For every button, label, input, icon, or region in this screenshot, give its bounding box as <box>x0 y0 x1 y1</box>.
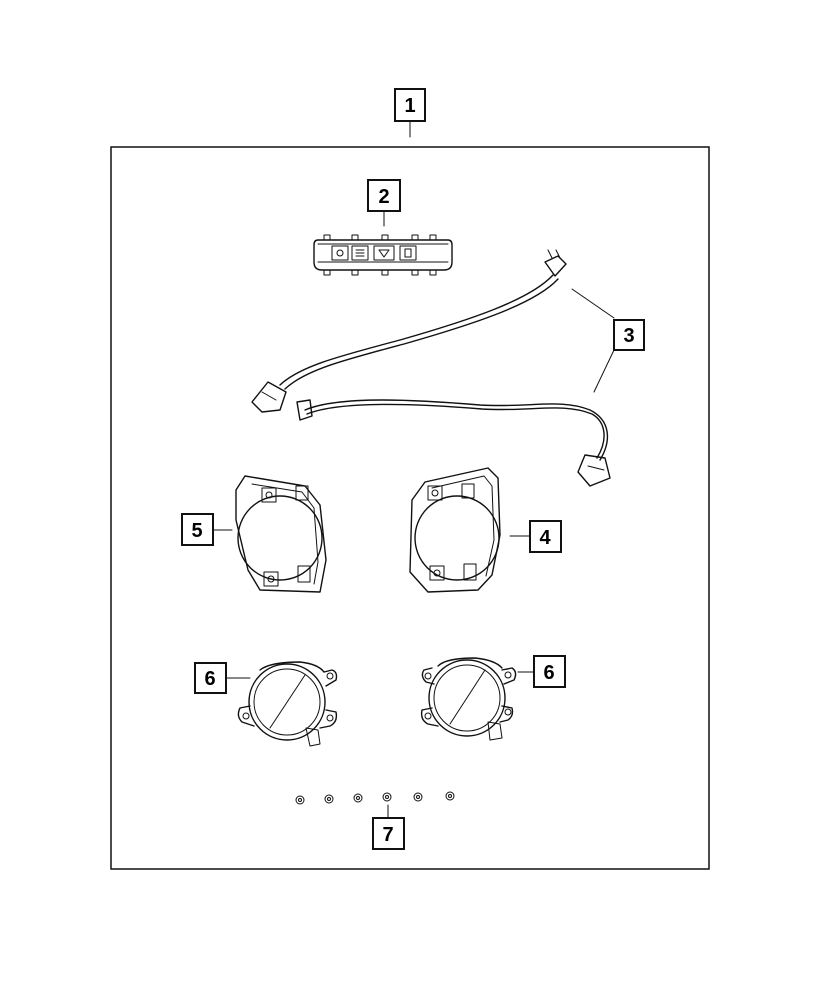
callout-6-right-label: 6 <box>543 662 554 684</box>
nuts <box>295 791 455 805</box>
switch-bank <box>313 234 453 276</box>
callout-7[interactable]: 7 <box>372 804 405 850</box>
callout-4-label: 4 <box>539 527 551 549</box>
callout-5-label: 5 <box>191 520 202 542</box>
callout-6-right[interactable]: 6 <box>517 655 566 688</box>
callout-3-label: 3 <box>623 325 634 347</box>
callout-3[interactable]: 3 <box>571 288 645 393</box>
callout-2[interactable]: 2 <box>367 179 401 227</box>
wiring-harness <box>251 249 611 487</box>
callout-1-label: 1 <box>404 95 415 117</box>
bracket-right <box>409 467 501 593</box>
callout-6-left[interactable]: 6 <box>194 662 251 694</box>
bracket-left <box>235 475 327 593</box>
fog-lamp-right <box>420 657 517 741</box>
kit-frame <box>110 146 710 870</box>
callout-4[interactable]: 4 <box>509 520 562 553</box>
callout-7-label: 7 <box>382 824 393 846</box>
callout-1[interactable]: 1 <box>394 88 426 138</box>
callout-6-left-label: 6 <box>204 668 215 690</box>
fog-lamp-left <box>237 661 338 747</box>
callout-5[interactable]: 5 <box>181 513 233 546</box>
callout-2-label: 2 <box>378 186 389 208</box>
